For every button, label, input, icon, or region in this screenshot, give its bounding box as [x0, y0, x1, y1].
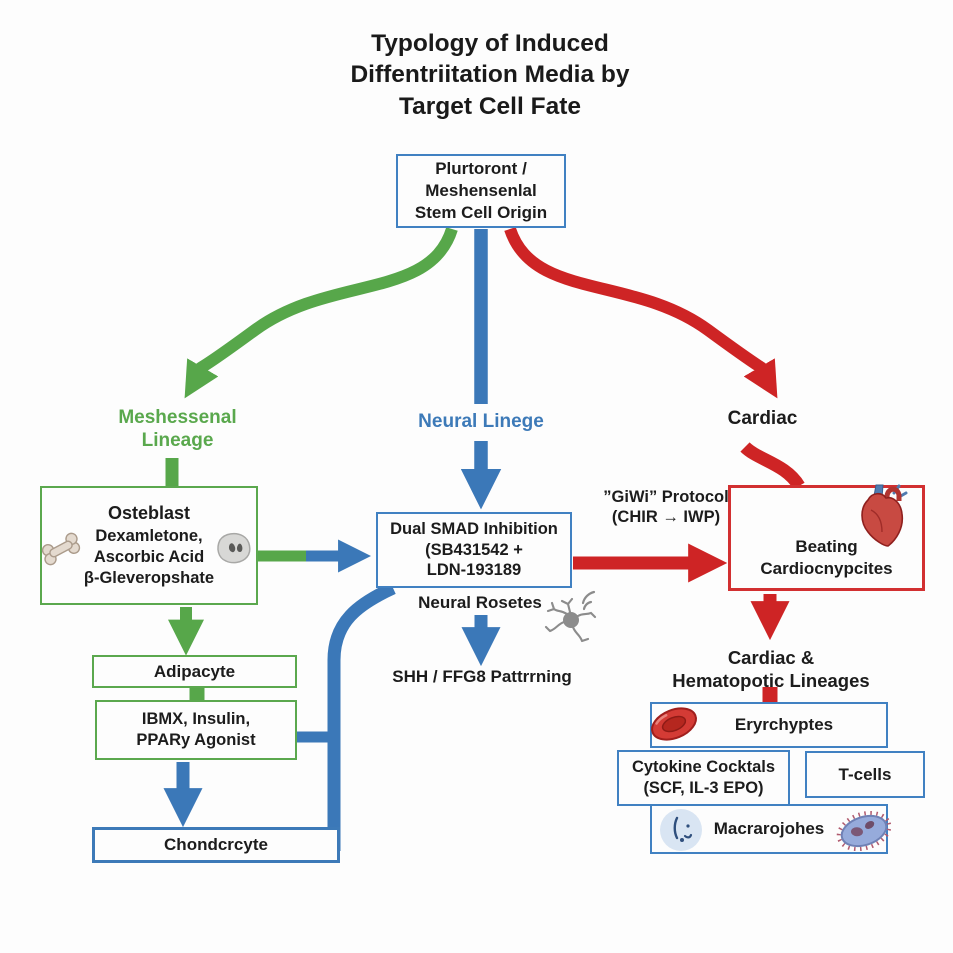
node-beating-cardiomyocytes: Beating Cardiocnypcites: [728, 485, 925, 591]
tcells-label: T-cells: [838, 764, 892, 784]
diagram-title: Typology of Induced Diffentriitation Med…: [350, 30, 630, 120]
label-giwi-protocol: ”GiWi” Protocol (CHIR → IWP): [603, 488, 729, 527]
edge-dualsmad-rail: [327, 582, 396, 851]
node-chondrocyte: Chondcrcyte: [92, 827, 340, 863]
label-mesenchymal-lineage: Meshessenal Lineage: [118, 407, 237, 452]
macrophages-label: Macrarojohes: [713, 819, 825, 838]
node-osteoblast: Osteblast Dexamletone, Ascorbic Acid β-G…: [40, 486, 258, 605]
node-tcells: T-cells: [805, 751, 925, 798]
node-dual-smad-inhibition: Dual SMAD Inhibition (SB431542 + LDN-193…: [376, 512, 572, 588]
cytokine-cocktails-label: Cytokine Cocktals (SCF, IL-3 EPO): [631, 757, 776, 797]
ibmx-media-label: IBMX, Insulin, PPARy Agonist: [136, 709, 256, 749]
node-cytokine-cocktails: Cytokine Cocktals (SCF, IL-3 EPO): [617, 750, 790, 806]
edge-cardiac-stub: [740, 442, 805, 490]
label-shh-ffg8-patterning: SHH / FFG8 Pattrrning: [392, 667, 572, 686]
node-macrophages: Macrarojohes: [650, 804, 888, 854]
label-cardiac-hematopoietic-lineages: Cardiac & Hematopotic Lineages: [672, 647, 870, 691]
dual-smad-label: Dual SMAD Inhibition (SB431542 + LDN-193…: [390, 519, 558, 580]
beating-cardiomyocytes-label: Beating Cardiocnypcites: [760, 536, 893, 578]
node-stem-cell-origin: Plurtoront / Meshensenlal Stem Cell Orig…: [396, 154, 566, 228]
stem-cell-origin-label: Plurtoront / Meshensenlal Stem Cell Orig…: [414, 159, 548, 222]
node-adipocyte: Adipacyte: [92, 655, 297, 688]
node-ibmx-media: IBMX, Insulin, PPARy Agonist: [95, 700, 297, 760]
erythrocytes-label: Eryrchyptes: [734, 715, 834, 734]
chondrocyte-label: Chondcrcyte: [164, 835, 268, 854]
adipocyte-label: Adipacyte: [153, 661, 236, 681]
osteoblast-title: Osteblast: [107, 503, 191, 524]
edge-stem-to-mesenchymal: [184, 226, 458, 399]
osteoblast-media: Dexamletone, Ascorbic Acid β-Gleveropsha…: [83, 526, 215, 587]
node-erythrocytes: Eryrchyptes: [650, 702, 888, 748]
edge-stem-to-cardiac: [504, 226, 778, 399]
label-neural-lineage: Neural Linege: [418, 411, 544, 432]
label-cardiac-lineage: Cardiac: [727, 408, 798, 429]
label-neural-rosettes: Neural Rosetes: [418, 593, 542, 612]
